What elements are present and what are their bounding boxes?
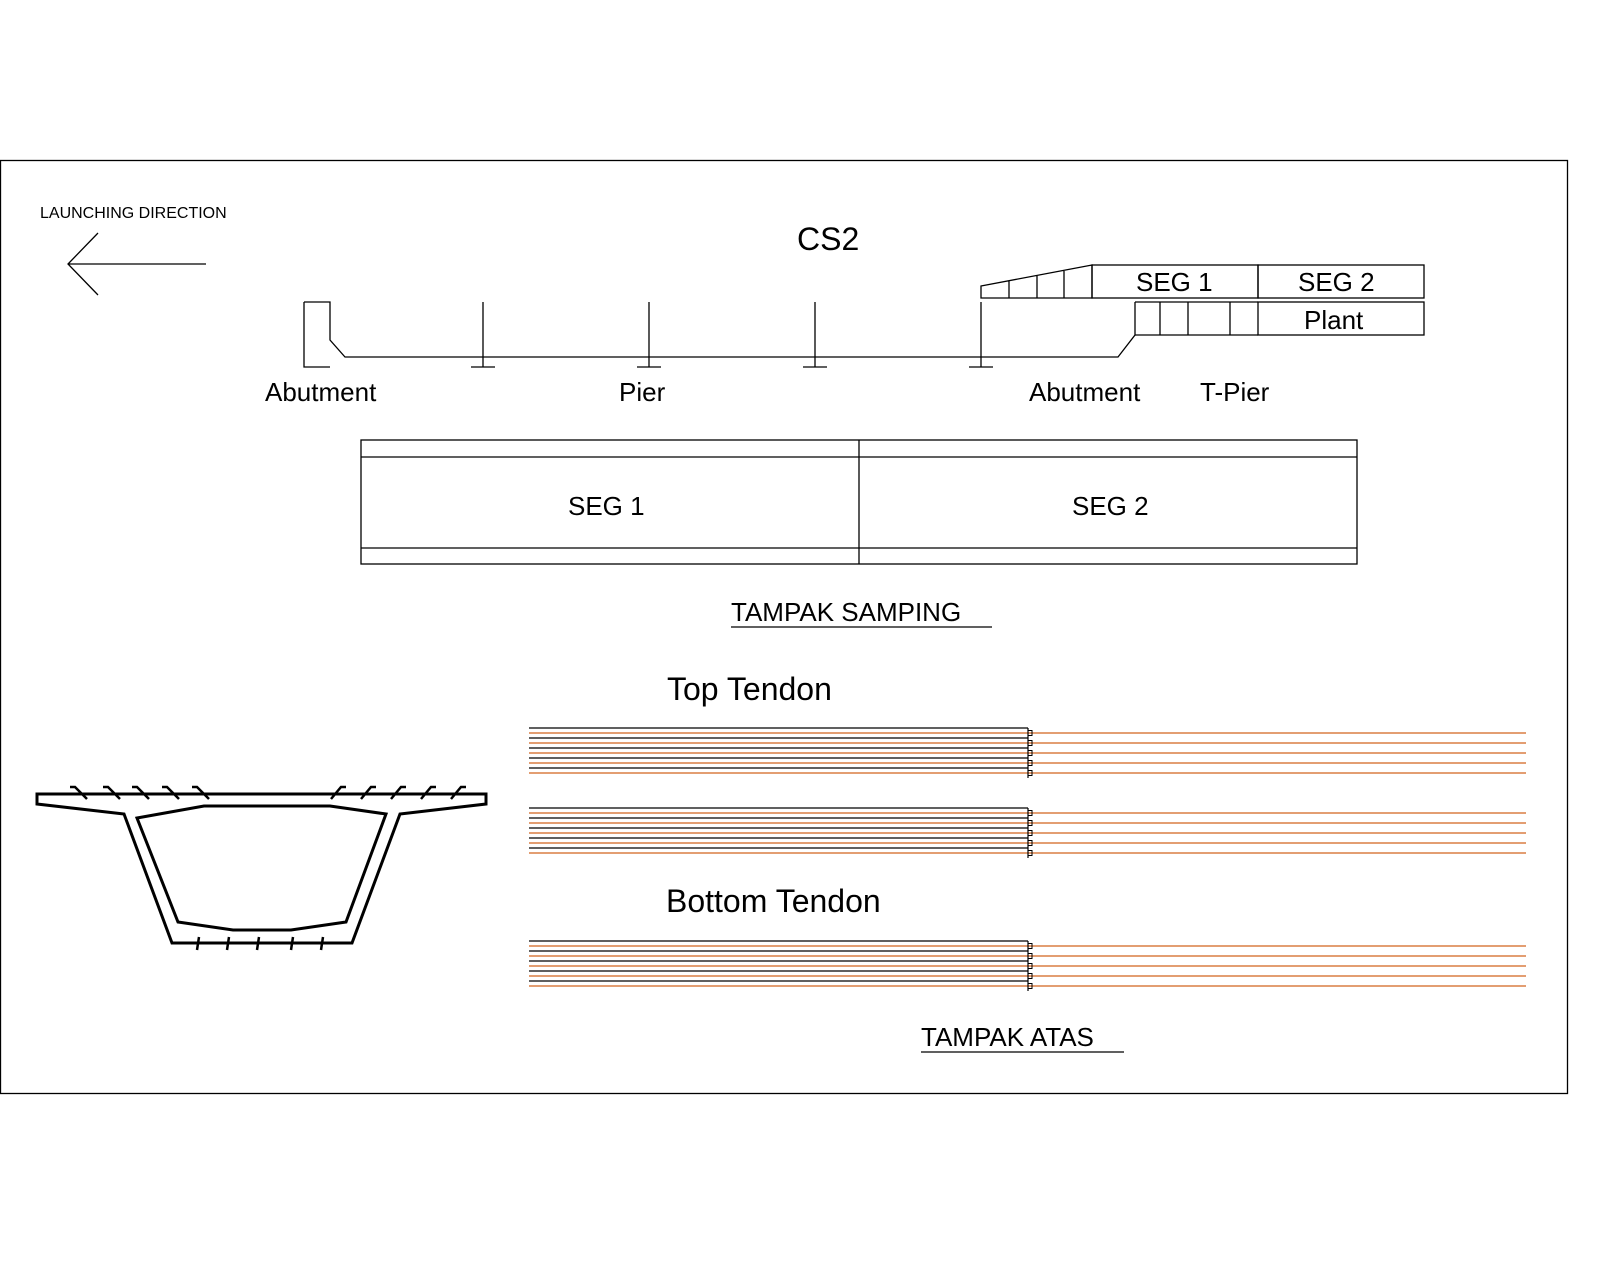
t-pier-label: T-Pier	[1200, 377, 1270, 407]
tendon-duct	[255, 936, 261, 951]
tendon-duct	[195, 936, 201, 951]
bottom-tendon-label: Bottom Tendon	[666, 883, 881, 919]
bridge-profile	[303, 264, 1425, 368]
pier-4	[969, 302, 993, 368]
tendon-duct	[319, 936, 325, 951]
stage-title: CS2	[797, 221, 859, 257]
tendon-duct	[360, 785, 376, 800]
tendon-duct	[450, 785, 466, 800]
casting-seg2-label: SEG 2	[1298, 267, 1375, 297]
box-girder-cross-section	[35, 785, 488, 951]
tendon-duct	[70, 785, 88, 800]
launching-direction-label: LAUNCHING DIRECTION	[40, 205, 227, 222]
top-tendon-label: Top Tendon	[667, 671, 832, 707]
arrow-left-icon	[67, 232, 206, 296]
side-view-caption: TAMPAK SAMPING	[731, 597, 961, 627]
segment-elevation	[360, 439, 1358, 565]
plant-label: Plant	[1304, 305, 1364, 335]
tendon-group	[529, 940, 1526, 991]
tendon-duct	[192, 785, 210, 800]
tendon-layout	[529, 727, 1526, 991]
tendon-duct	[132, 785, 150, 800]
sheet-border	[0, 159, 1569, 1095]
top-view-caption: TAMPAK ATAS	[921, 1022, 1094, 1052]
tendon-duct	[330, 785, 346, 800]
tendon-duct	[103, 785, 121, 800]
tendon-duct	[289, 936, 295, 951]
t-pier-frame	[1135, 301, 1258, 336]
abutment-left-label: Abutment	[265, 377, 377, 407]
launching-nose	[980, 264, 1093, 299]
segment-2-label: SEG 2	[1072, 491, 1149, 521]
pier-2	[637, 302, 661, 368]
segment-1-label: SEG 1	[568, 491, 645, 521]
pier-1	[471, 302, 495, 368]
tendon-duct	[390, 785, 406, 800]
pier-3	[803, 302, 827, 368]
tendon-group	[529, 727, 1526, 778]
casting-seg1-label: SEG 1	[1136, 267, 1213, 297]
abutment-right-label: Abutment	[1029, 377, 1141, 407]
tendon-duct	[420, 785, 436, 800]
tendon-duct	[225, 936, 231, 951]
tendon-group	[529, 807, 1526, 858]
pier-label: Pier	[619, 377, 666, 407]
tendon-duct	[162, 785, 180, 800]
